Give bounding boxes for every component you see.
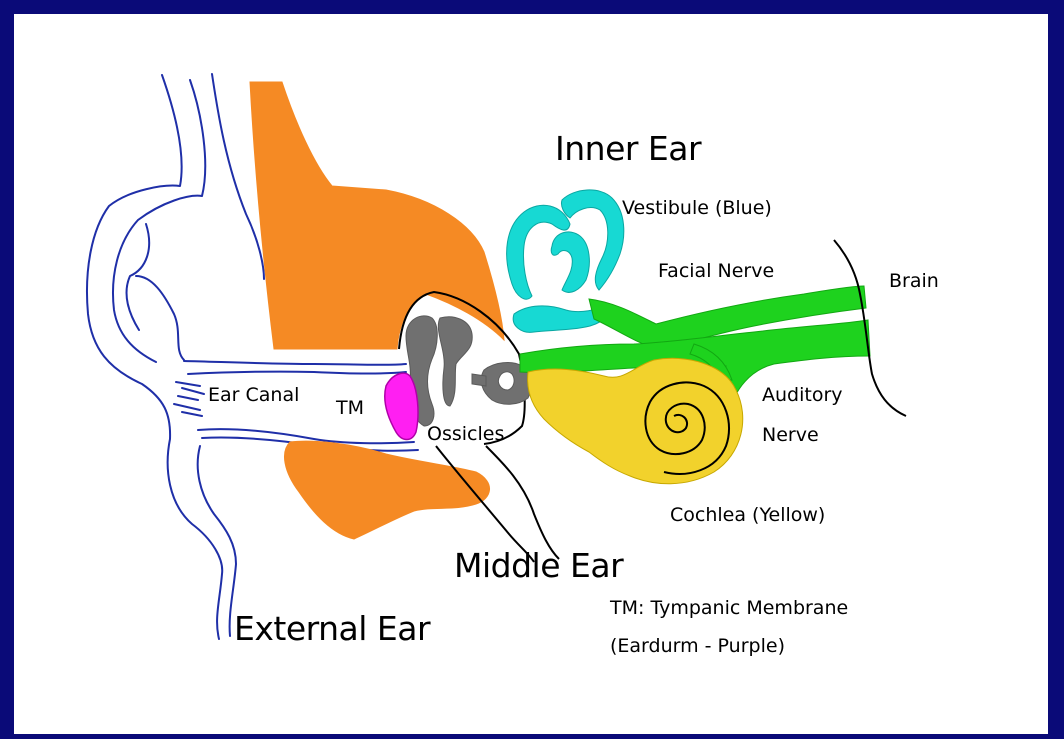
semicircular-canal-inner xyxy=(551,232,589,292)
temporal-bone-upper xyxy=(250,82,504,349)
cochlea-label: Cochlea (Yellow) xyxy=(670,506,825,525)
pinna-helix xyxy=(113,80,205,362)
pinna-outer-contour xyxy=(87,75,222,639)
diagram-canvas: Inner Ear Vestibule (Blue) Facial Nerve … xyxy=(14,14,1048,734)
ear-canal-label: Ear Canal xyxy=(208,386,299,405)
temporal-bone-lower xyxy=(284,441,489,539)
pinna-lobe xyxy=(198,446,236,636)
incus xyxy=(438,317,472,406)
ossicles-group xyxy=(406,316,531,426)
external-ear-label: External Ear xyxy=(234,612,430,645)
semicircular-canal-outer xyxy=(507,205,570,299)
eustachian-tube-2 xyxy=(486,446,559,559)
tm-legend-line2: (Eardurm - Purple) xyxy=(610,637,785,656)
brain-label: Brain xyxy=(889,272,939,291)
stapes-head xyxy=(472,374,486,386)
auditory-nerve-label-line2: Nerve xyxy=(762,426,819,445)
ear-canal-upper-wall xyxy=(184,361,406,365)
ear-canal-upper-wall-2 xyxy=(188,372,406,374)
pinna-antihelix xyxy=(136,276,184,360)
facial-nerve-label: Facial Nerve xyxy=(658,262,774,281)
auditory-nerve-label-line1: Auditory xyxy=(762,386,843,405)
vestibule-label: Vestibule (Blue) xyxy=(622,199,772,218)
tympanic-membrane xyxy=(385,373,418,439)
tm-label: TM xyxy=(336,399,364,418)
inner-ear-label: Inner Ear xyxy=(555,132,701,165)
tm-legend-line1: TM: Tympanic Membrane xyxy=(610,599,848,618)
ear-anatomy-drawing xyxy=(14,14,1048,734)
ossicles-label: Ossicles xyxy=(427,425,504,444)
middle-ear-label: Middle Ear xyxy=(454,549,623,582)
cochlea-group xyxy=(528,358,743,483)
